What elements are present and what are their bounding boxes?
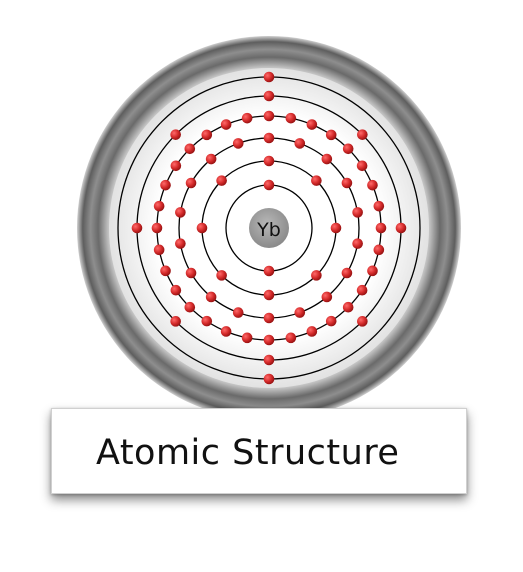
electron bbox=[263, 354, 275, 366]
caption-text: Atomic Structure bbox=[96, 433, 400, 473]
electron bbox=[306, 119, 318, 130]
electron bbox=[263, 265, 275, 277]
electron bbox=[321, 291, 333, 303]
electron bbox=[175, 238, 186, 249]
electron bbox=[184, 301, 196, 313]
electron bbox=[263, 155, 275, 167]
atom-diagram: Yb bbox=[77, 36, 461, 420]
electron bbox=[263, 373, 275, 385]
electron bbox=[395, 222, 407, 234]
electron bbox=[184, 143, 196, 155]
electron bbox=[220, 326, 232, 337]
electron bbox=[185, 267, 197, 279]
electron bbox=[232, 307, 244, 318]
electron bbox=[263, 312, 275, 324]
electron bbox=[341, 177, 353, 189]
electron bbox=[352, 207, 363, 218]
electron bbox=[357, 129, 368, 140]
electron bbox=[356, 284, 368, 296]
electron bbox=[306, 326, 318, 337]
electron bbox=[367, 179, 378, 191]
electron bbox=[294, 307, 306, 318]
nucleus bbox=[249, 208, 289, 248]
electron bbox=[325, 315, 337, 327]
electron bbox=[263, 90, 275, 102]
electron bbox=[220, 119, 232, 130]
electron bbox=[330, 222, 342, 234]
electron bbox=[170, 160, 182, 172]
electron bbox=[216, 270, 227, 281]
electron bbox=[263, 132, 275, 144]
electron bbox=[373, 200, 385, 212]
electron bbox=[216, 175, 227, 186]
electron bbox=[367, 265, 378, 277]
electron bbox=[263, 110, 275, 122]
electron bbox=[205, 153, 217, 165]
electron bbox=[311, 270, 322, 281]
electron bbox=[170, 316, 181, 327]
electron bbox=[342, 143, 354, 155]
electron bbox=[294, 138, 306, 149]
electron bbox=[285, 332, 297, 344]
electron bbox=[263, 334, 275, 346]
caption-box: Atomic Structure bbox=[51, 408, 467, 494]
electron bbox=[341, 267, 353, 279]
electron bbox=[357, 316, 368, 327]
element-symbol: Yb bbox=[256, 219, 281, 241]
electron bbox=[196, 222, 208, 234]
electron bbox=[321, 153, 333, 165]
electron bbox=[153, 200, 165, 212]
electron bbox=[175, 207, 186, 218]
electron bbox=[170, 284, 182, 296]
electron bbox=[342, 301, 354, 313]
electron bbox=[131, 222, 143, 234]
electron bbox=[356, 160, 368, 172]
electron bbox=[352, 238, 363, 249]
electron bbox=[375, 222, 387, 234]
electron bbox=[201, 315, 213, 327]
electron bbox=[160, 265, 171, 277]
electron bbox=[373, 244, 385, 256]
electron bbox=[311, 175, 322, 186]
electron bbox=[263, 71, 275, 83]
electron bbox=[151, 222, 163, 234]
electron bbox=[241, 112, 253, 124]
electron bbox=[170, 129, 181, 140]
electron bbox=[285, 112, 297, 124]
electron bbox=[263, 179, 275, 191]
electron bbox=[241, 332, 253, 344]
electron bbox=[153, 244, 165, 256]
electron bbox=[325, 129, 337, 141]
electron bbox=[201, 129, 213, 141]
electron bbox=[232, 138, 244, 149]
electron bbox=[263, 289, 275, 301]
electron bbox=[185, 177, 197, 189]
electron-group bbox=[131, 71, 407, 385]
electron bbox=[205, 291, 217, 303]
electron bbox=[160, 179, 171, 191]
